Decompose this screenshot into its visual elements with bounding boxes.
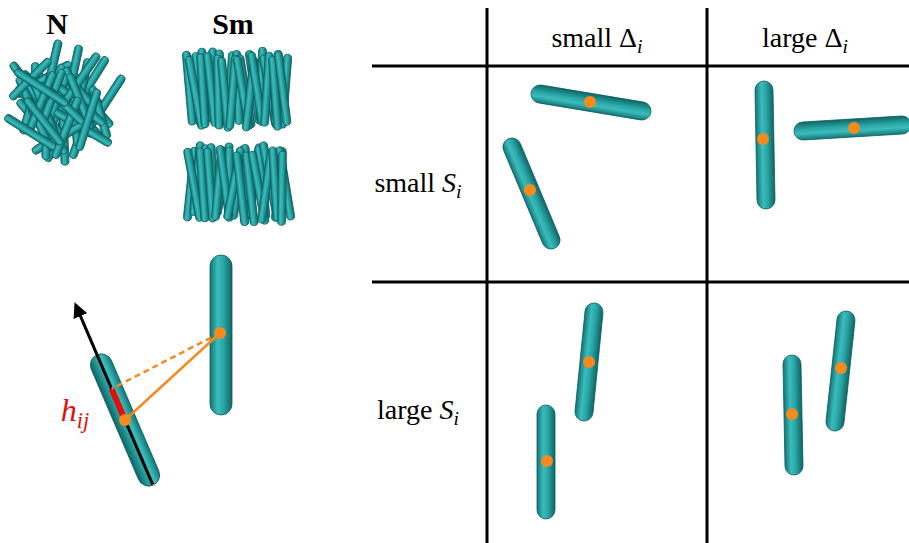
geometry-overlay: [76, 305, 220, 484]
center-dot: [835, 362, 847, 374]
rod: [13, 67, 69, 108]
distance-sketch: [87, 255, 232, 490]
center-dot: [848, 122, 860, 134]
table-grid: [372, 8, 909, 543]
rod: [793, 115, 909, 140]
row-header: large Si: [377, 396, 459, 424]
grid-line: [486, 8, 489, 543]
grid-line: [372, 65, 909, 68]
center-dot: [786, 408, 798, 420]
rod: [500, 135, 563, 252]
rod: [783, 355, 803, 475]
center-dot: [541, 455, 553, 467]
symbol-label: hij: [61, 394, 89, 426]
rod: [537, 405, 555, 519]
rod: [23, 96, 65, 147]
center-dot: [119, 414, 131, 426]
rod: [75, 88, 102, 151]
rod: [210, 255, 232, 415]
distance-line: [125, 333, 220, 420]
smectic-cluster: [182, 47, 295, 226]
nematic-cluster: [3, 39, 127, 165]
director-arrow: [76, 305, 153, 484]
grid-line: [372, 281, 909, 284]
rod: [825, 310, 856, 432]
rod: [530, 84, 653, 122]
center-dot: [757, 133, 769, 145]
grid-line: [706, 8, 709, 543]
center-dot: [524, 184, 536, 196]
column-header: large Δi: [762, 24, 848, 52]
rod: [277, 151, 286, 225]
center-dot: [584, 96, 596, 108]
table-rods: [500, 81, 909, 519]
rod: [87, 350, 163, 489]
column-header: small Δi: [551, 24, 642, 52]
phase-label: Sm: [212, 9, 254, 39]
rod-group: [3, 39, 909, 519]
rod: [574, 302, 604, 422]
phase-label: N: [46, 9, 68, 39]
perpendicular-line: [112, 333, 220, 389]
rod: [755, 81, 775, 209]
row-header: small Si: [374, 169, 461, 197]
rod: [274, 51, 291, 125]
center-dot: [583, 356, 595, 368]
